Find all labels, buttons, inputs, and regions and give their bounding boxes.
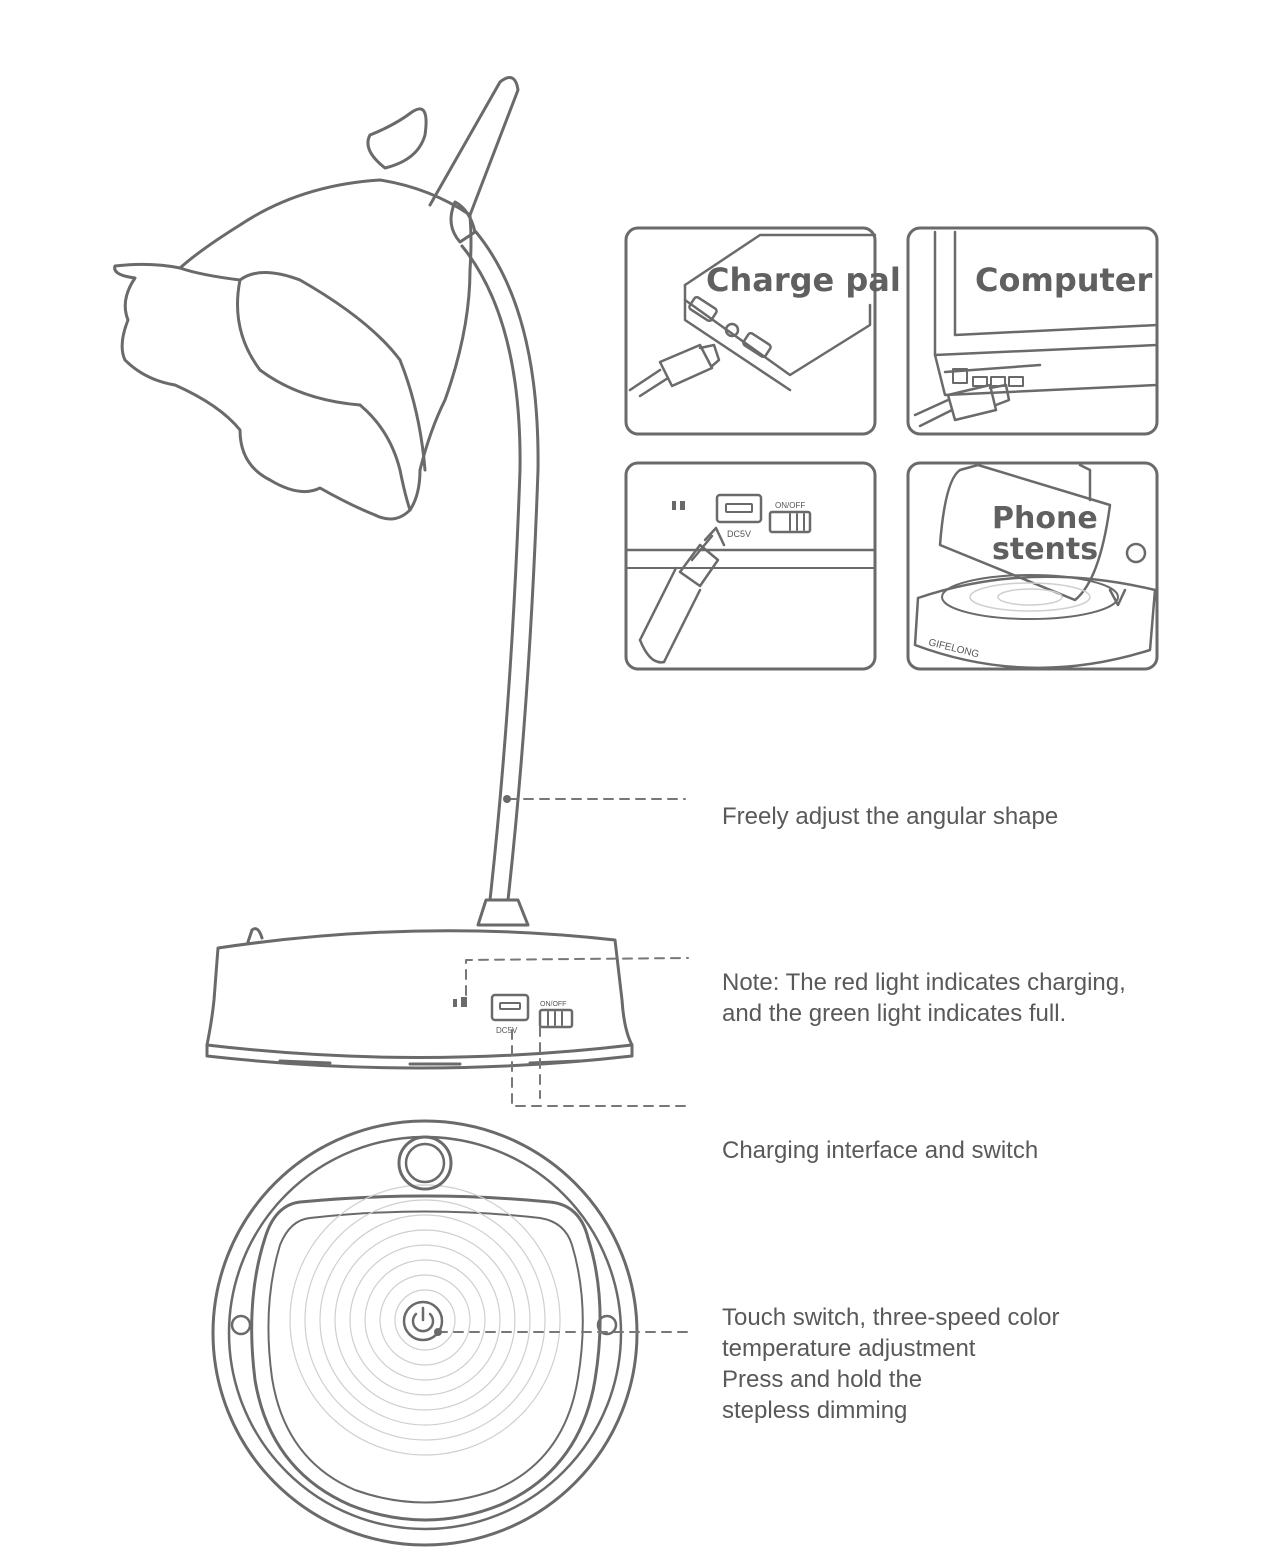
- callout-charging-note: Note: The red light indicates charging, …: [722, 969, 1126, 1027]
- panel-title-computer: Computer: [975, 261, 1153, 299]
- panel-charge-pal: [624, 226, 877, 436]
- panel-port-closeup: [624, 461, 877, 671]
- callout-touch-switch: Touch switch, three-speed color temperat…: [722, 1304, 1060, 1424]
- callout-angular-shape: Freely adjust the angular shape: [722, 803, 1059, 830]
- panel-switch-label: ON/OFF: [775, 501, 805, 510]
- base-switch-label: ON/OFF: [540, 1001, 566, 1008]
- callout-charging-interface: Charging interface and switch: [722, 1137, 1039, 1164]
- lamp-flower-head: [113, 76, 520, 521]
- lamp-base-top-view: [211, 1119, 639, 1547]
- panel-phone-stents: [906, 461, 1159, 671]
- panel-computer: [906, 226, 1159, 436]
- panel-title-phone: Phone: [992, 501, 1098, 536]
- panel-title-stents: stents: [992, 532, 1098, 567]
- panel-dc-label: DC5V: [727, 529, 751, 539]
- lamp-base-side: [205, 927, 634, 1070]
- base-dc-label: DC5V: [496, 1026, 518, 1035]
- leader-lines: [437, 798, 689, 1333]
- panel-title-charge-pal: Charge pal: [706, 261, 901, 299]
- lamp-gooseneck: [460, 230, 540, 927]
